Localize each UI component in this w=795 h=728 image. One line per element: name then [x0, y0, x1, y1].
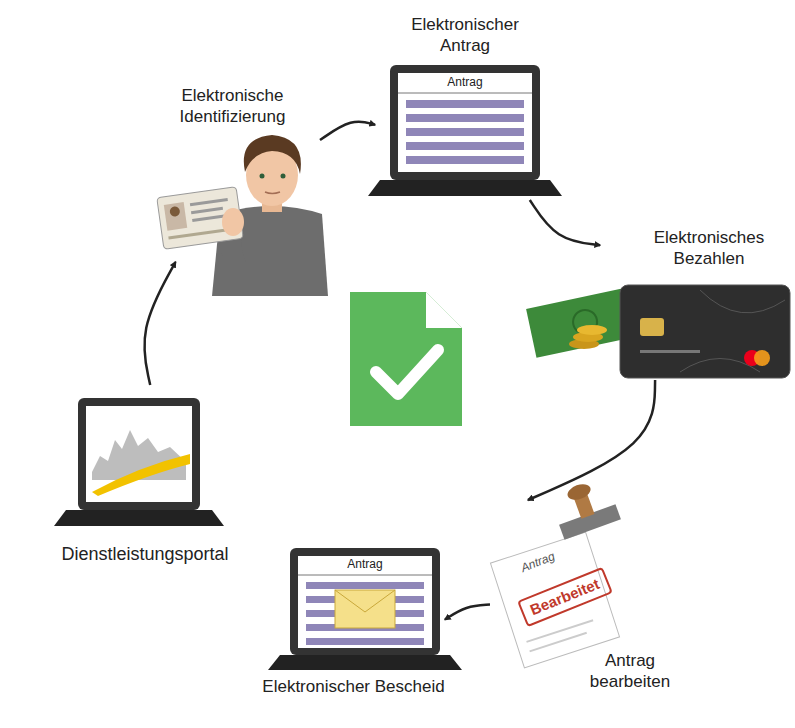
step-caption: Antrag bearbeiten — [570, 650, 690, 693]
id-card — [157, 187, 243, 250]
application-laptop — [406, 128, 524, 136]
decision-laptop — [290, 548, 440, 655]
flow-arrow — [320, 122, 375, 140]
person-figure — [281, 174, 286, 179]
application-laptop — [368, 180, 562, 196]
document-paper — [490, 532, 619, 668]
id-card — [190, 198, 228, 206]
flow-arrow — [445, 605, 490, 620]
portal-laptop — [86, 406, 192, 502]
stamp-mark — [518, 568, 611, 626]
application-laptop — [406, 100, 524, 108]
portal-laptop — [54, 398, 224, 526]
hand — [222, 208, 244, 236]
flow-arrow — [528, 380, 655, 500]
flow-arrow — [530, 200, 600, 245]
id-card — [168, 228, 228, 239]
step-caption: Elektronischer Antrag — [390, 14, 540, 57]
application-laptop — [368, 65, 562, 196]
decision-laptop — [268, 548, 462, 670]
screen-title: Antrag — [298, 557, 432, 572]
document-paper — [529, 632, 587, 652]
document-check-icon — [376, 350, 438, 394]
portal-laptop — [78, 398, 200, 510]
decision-laptop — [335, 590, 395, 612]
step-caption: Elektronische Identifizierung — [150, 85, 315, 128]
application-laptop — [398, 73, 532, 172]
person-figure — [212, 135, 328, 296]
application-laptop — [406, 114, 524, 122]
document-check-icon — [426, 292, 462, 328]
credit-card — [700, 290, 785, 313]
step-caption: Dienstleistungsportal — [15, 543, 275, 566]
credit-card — [620, 285, 790, 378]
document-check-icon — [350, 292, 462, 426]
decision-laptop — [306, 638, 424, 645]
step-caption: Elektronischer Bescheid — [262, 676, 445, 697]
processing-step: AntragBearbeitetAntrag bearbeiten — [490, 500, 690, 705]
rubber-stamp — [565, 481, 592, 502]
id-card — [191, 207, 223, 214]
application-laptop — [390, 65, 540, 180]
decision-laptop — [335, 590, 395, 628]
credit-card — [620, 285, 790, 378]
decision-step: AntragElektronischer Bescheid — [262, 540, 445, 725]
application-step: Elektronischer AntragAntrag — [375, 12, 555, 200]
person-figure — [244, 135, 301, 174]
stamp-text: Bearbeitet — [520, 572, 610, 623]
decision-laptop — [268, 655, 462, 670]
portal-laptop — [92, 454, 190, 496]
paper-title: Antrag — [507, 544, 568, 580]
portal-laptop — [54, 510, 224, 526]
document-check-icon — [350, 292, 462, 426]
decision-laptop — [298, 575, 432, 576]
application-laptop — [406, 142, 524, 150]
credit-card — [640, 318, 664, 336]
decision-laptop — [306, 582, 424, 589]
document-paper — [490, 532, 619, 668]
id-card — [164, 202, 187, 231]
application-laptop — [406, 156, 524, 164]
credit-card — [754, 350, 770, 366]
step-caption: Elektronisches Bezahlen — [630, 227, 788, 270]
person-figure — [260, 174, 265, 179]
coins — [577, 325, 607, 335]
id-card — [157, 187, 243, 250]
rubber-stamp — [548, 475, 620, 540]
flow-arrow — [144, 262, 175, 385]
decision-laptop — [298, 556, 432, 648]
credit-card — [640, 350, 700, 353]
person-figure — [265, 192, 280, 194]
screen-title: Antrag — [398, 75, 532, 90]
payment-step: Elektronisches Bezahlen — [600, 225, 790, 380]
id-card — [169, 206, 180, 217]
application-laptop — [398, 93, 532, 94]
portal-step: Dienstleistungsportal — [15, 385, 275, 575]
coins — [569, 325, 607, 349]
identification-step: Elektronische Identifizierung — [150, 80, 320, 262]
person-figure — [212, 206, 328, 296]
